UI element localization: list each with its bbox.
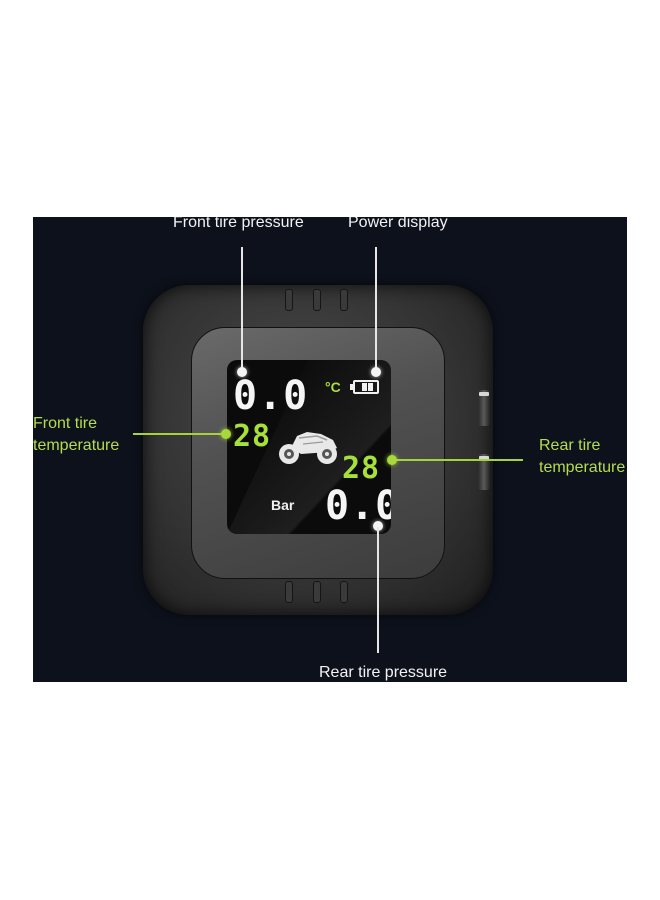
front-pressure-value: 0.0 [233, 373, 309, 419]
callout-dot-front-pressure [237, 367, 247, 377]
side-button-top[interactable] [478, 390, 490, 426]
grip-ridge [285, 289, 293, 311]
product-image-panel: Front tire pressure Power display 0.0 °C… [33, 217, 627, 682]
battery-icon [350, 380, 379, 394]
callout-line-rear-temperature [393, 459, 523, 461]
callout-line-front-pressure [241, 247, 243, 372]
callout-dot-rear-pressure [373, 521, 383, 531]
label-rear-tire-pressure: Rear tire pressure [319, 664, 448, 681]
grip-ridge [285, 581, 293, 603]
label-rear-tire-temperature-line1: Rear tire [539, 437, 601, 454]
callout-dot-power [371, 367, 381, 377]
side-button-bottom[interactable] [478, 454, 490, 490]
rear-temperature-value: 28 [342, 451, 381, 486]
motorcycle-icon [279, 432, 337, 464]
callout-dot-rear-temperature [387, 455, 397, 465]
grip-ridge [340, 289, 348, 311]
grip-ridge [313, 581, 321, 603]
lcd-screen: 0.0 °C 28 28 Bar 0.0 [227, 360, 391, 534]
label-front-tire-pressure: Front tire pressure [173, 217, 304, 231]
label-rear-tire-temperature-line2: temperature [539, 459, 626, 476]
label-front-tire-temperature-line1: Front tire [33, 415, 98, 432]
callout-dot-front-temperature [221, 429, 231, 439]
temperature-unit: °C [325, 379, 341, 395]
grip-ridge [313, 289, 321, 311]
label-power-display: Power display [348, 217, 448, 231]
callout-line-rear-pressure [377, 527, 379, 653]
callout-line-power [375, 247, 377, 372]
front-temperature-value: 28 [233, 419, 272, 454]
pressure-unit: Bar [271, 497, 295, 513]
label-front-tire-temperature-line2: temperature [33, 437, 120, 454]
rear-pressure-value: 0.0 [325, 483, 391, 529]
callout-line-front-temperature [133, 433, 225, 435]
grip-ridge [340, 581, 348, 603]
